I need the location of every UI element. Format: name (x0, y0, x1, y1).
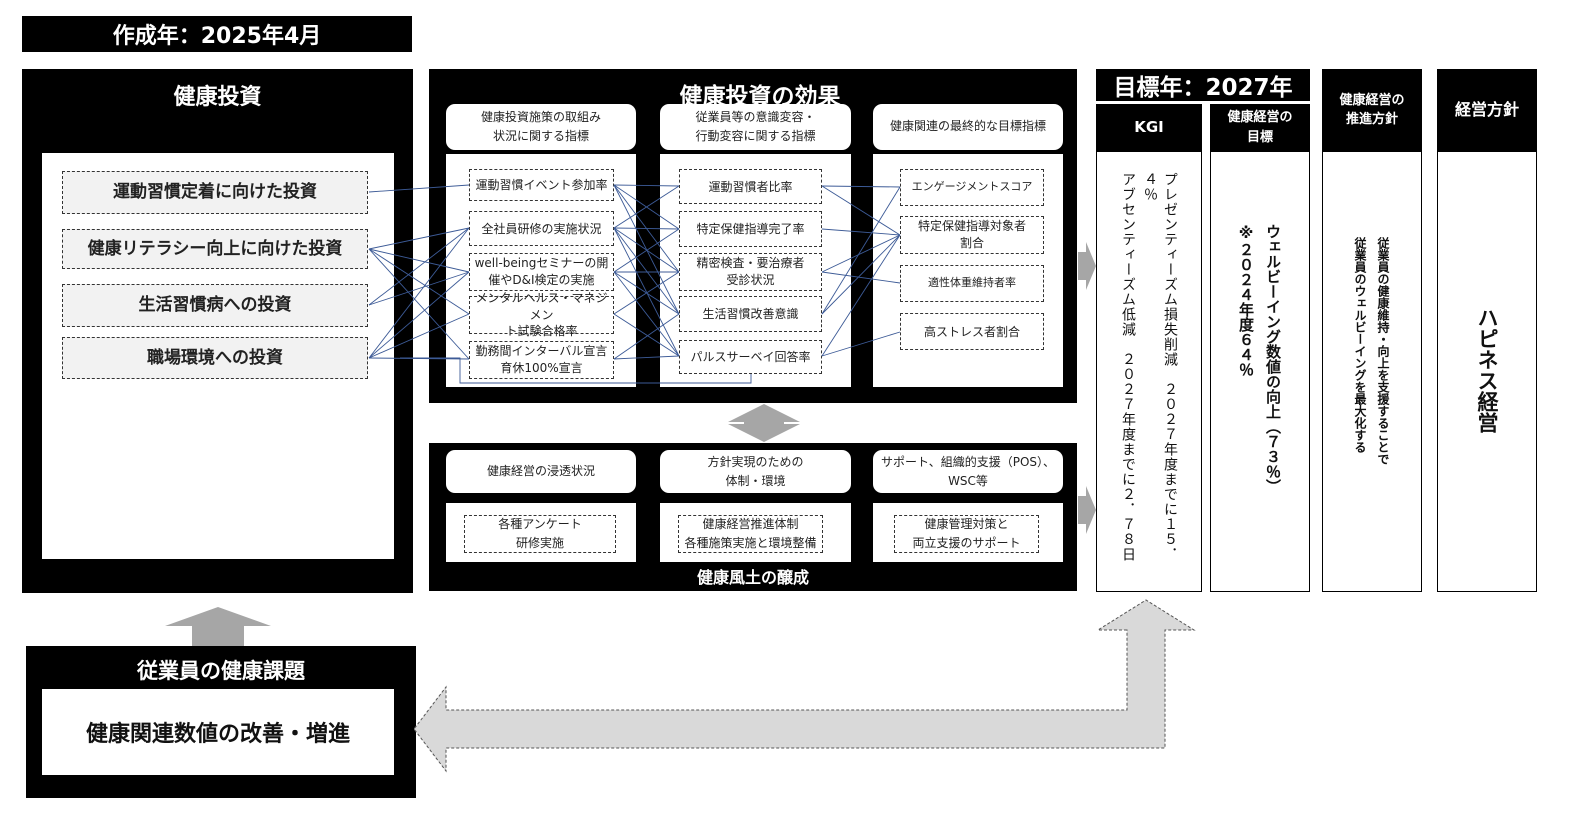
policy-body: 従業員の健康維持・向上を支援することで 従業員のウェルビーイングを最大化する (1322, 151, 1422, 592)
management-happiness: ハピネス経営 (1475, 307, 1499, 433)
indicator-exercise-event-rate: 運動習慣イベント参加率 (469, 169, 614, 201)
indicator-mental-health-exam: メンタルヘルス・マネジメン ト試験合格率 (469, 291, 614, 338)
indicator-healthy-weight-ratio: 適性体重維持者率 (900, 265, 1044, 302)
indicator-training-status: 全社員研修の実施状況 (469, 211, 614, 246)
investment-panel: 健康投資 (22, 69, 413, 593)
goal-wellbeing: ウェルビーイング数値の向上（７３％） (1264, 224, 1282, 494)
feedback-arrow-icon (413, 599, 1196, 773)
policy-line2: 従業員のウェルビーイングを最大化する (1353, 237, 1367, 453)
indicator-guidance-target-ratio: 特定保健指導対象者 割合 (900, 216, 1044, 254)
investment-item-lifestyle: 生活習慣病への投資 (62, 284, 368, 327)
issues-panel: 従業員の健康課題 健康関連数値の改善・増進 (26, 646, 416, 798)
culture-col2-header: 方針実現のための 体制・環境 (660, 450, 851, 493)
double-arrow-icon (728, 404, 800, 442)
policy-line1: 従業員の健康維持・向上を支援することで (1376, 237, 1390, 465)
investment-item-exercise: 運動習慣定着に向けた投資 (62, 171, 368, 214)
culture-item-support: 健康管理対策と 両立支援のサポート (894, 515, 1039, 553)
investment-item-workplace: 職場環境への投資 (62, 337, 368, 379)
target-year-label: 目標年：2027年 (1113, 75, 1293, 101)
investment-item-literacy: 健康リテラシー向上に向けた投資 (62, 229, 368, 269)
management-body: ハピネス経営 (1437, 151, 1537, 592)
investment-title: 健康投資 (173, 85, 262, 110)
indicator-exercise-habit-ratio: 運動習慣者比率 (679, 169, 822, 204)
indicator-wellbeing-seminar: well-beingセミナーの開 催やD&I検定の実施 (469, 253, 614, 291)
indicator-interval-declaration: 勤務間インターバル宣言 育休100%宣言 (469, 341, 614, 379)
effects-col2-header: 従業員等の意識変容・ 行動変容に関する指標 (660, 104, 851, 150)
culture-item-survey: 各種アンケート 研修実施 (464, 515, 616, 553)
goal-note: ※２０２４年度６４％ (1237, 224, 1255, 377)
culture-col1-header: 健康経営の浸透状況 (446, 450, 636, 493)
created-year-banner: 作成年：2025年4月 (22, 16, 412, 52)
right-arrow-culture-icon (1078, 486, 1096, 534)
management-header: 経営方針 (1437, 69, 1537, 151)
created-year-label: 作成年：2025年4月 (112, 24, 322, 49)
kgi-presenteeism: プレゼンティーズム損失削減 ２０２７年度までに１５．４％ (1142, 172, 1178, 562)
issues-text: 健康関連数値の改善・増進 (85, 722, 350, 747)
goal-body: ウェルビーイング数値の向上（７３％） ※２０２４年度６４％ (1210, 151, 1310, 592)
effects-col3-header: 健康関連の最終的な目標指標 (873, 104, 1063, 150)
right-arrow-effects-icon (1078, 242, 1096, 290)
indicator-health-guidance-completion: 特定保健指導完了率 (679, 211, 822, 247)
target-year-banner: 目標年：2027年 (1096, 69, 1310, 101)
issues-content: 健康関連数値の改善・増進 (42, 689, 394, 775)
indicator-checkup-status: 精密検査・要治療者 受診状況 (679, 253, 822, 291)
indicator-pulse-survey-rate: パルスサーベイ回答率 (679, 340, 822, 374)
indicator-lifestyle-awareness: 生活習慣改善意識 (679, 296, 822, 332)
kgi-body: プレゼンティーズム損失削減 ２０２７年度までに１５．４％ アブセンティーズム低減… (1096, 151, 1202, 592)
culture-item-promotion-system: 健康経営推進体制 各種施策実施と環境整備 (678, 515, 823, 553)
effects-col1-header: 健康投資施策の取組み 状況に関する指標 (446, 104, 636, 150)
goal-header: 健康経営の 目標 (1210, 104, 1310, 151)
culture-title: 健康風土の醸成 (696, 568, 809, 587)
issues-title: 従業員の健康課題 (137, 659, 305, 683)
culture-col3-header: サポート、組織的支援（POS）、 WSC等 (873, 450, 1063, 493)
indicator-engagement-score: エンゲージメントスコア (900, 169, 1044, 206)
indicator-high-stress-ratio: 高ストレス者割合 (900, 313, 1044, 350)
kgi-absenteeism: アブセンティーズム低減 ２０２７年度までに２．７８日 (1120, 172, 1136, 562)
up-arrow-icon (165, 607, 271, 646)
policy-header: 健康経営の 推進方針 (1322, 69, 1422, 151)
kgi-header: KGI (1096, 104, 1202, 151)
